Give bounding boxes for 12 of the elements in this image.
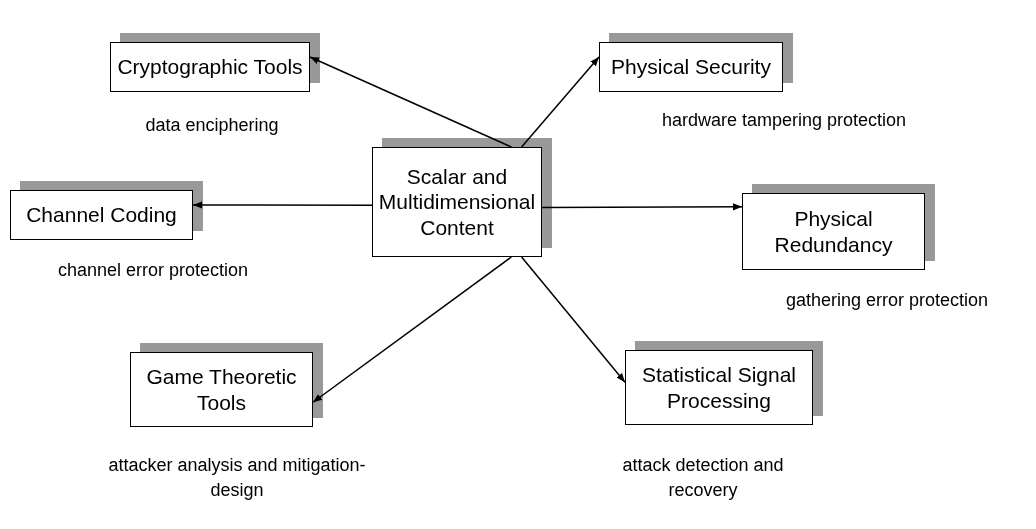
arrow <box>309 56 513 148</box>
arrow <box>541 203 743 211</box>
arrow <box>520 56 600 148</box>
arrow <box>312 256 513 403</box>
arrow <box>192 201 373 209</box>
node-caption: data enciphering <box>144 114 280 137</box>
arrow <box>520 256 626 383</box>
node-caption: attacker analysis and mitigation-design <box>107 454 367 503</box>
node-caption: attack detection and recovery <box>621 454 785 503</box>
node-caption: hardware tampering protection <box>660 109 908 132</box>
node-caption: channel error protection <box>56 259 250 282</box>
node-caption: gathering error protection <box>784 289 990 312</box>
